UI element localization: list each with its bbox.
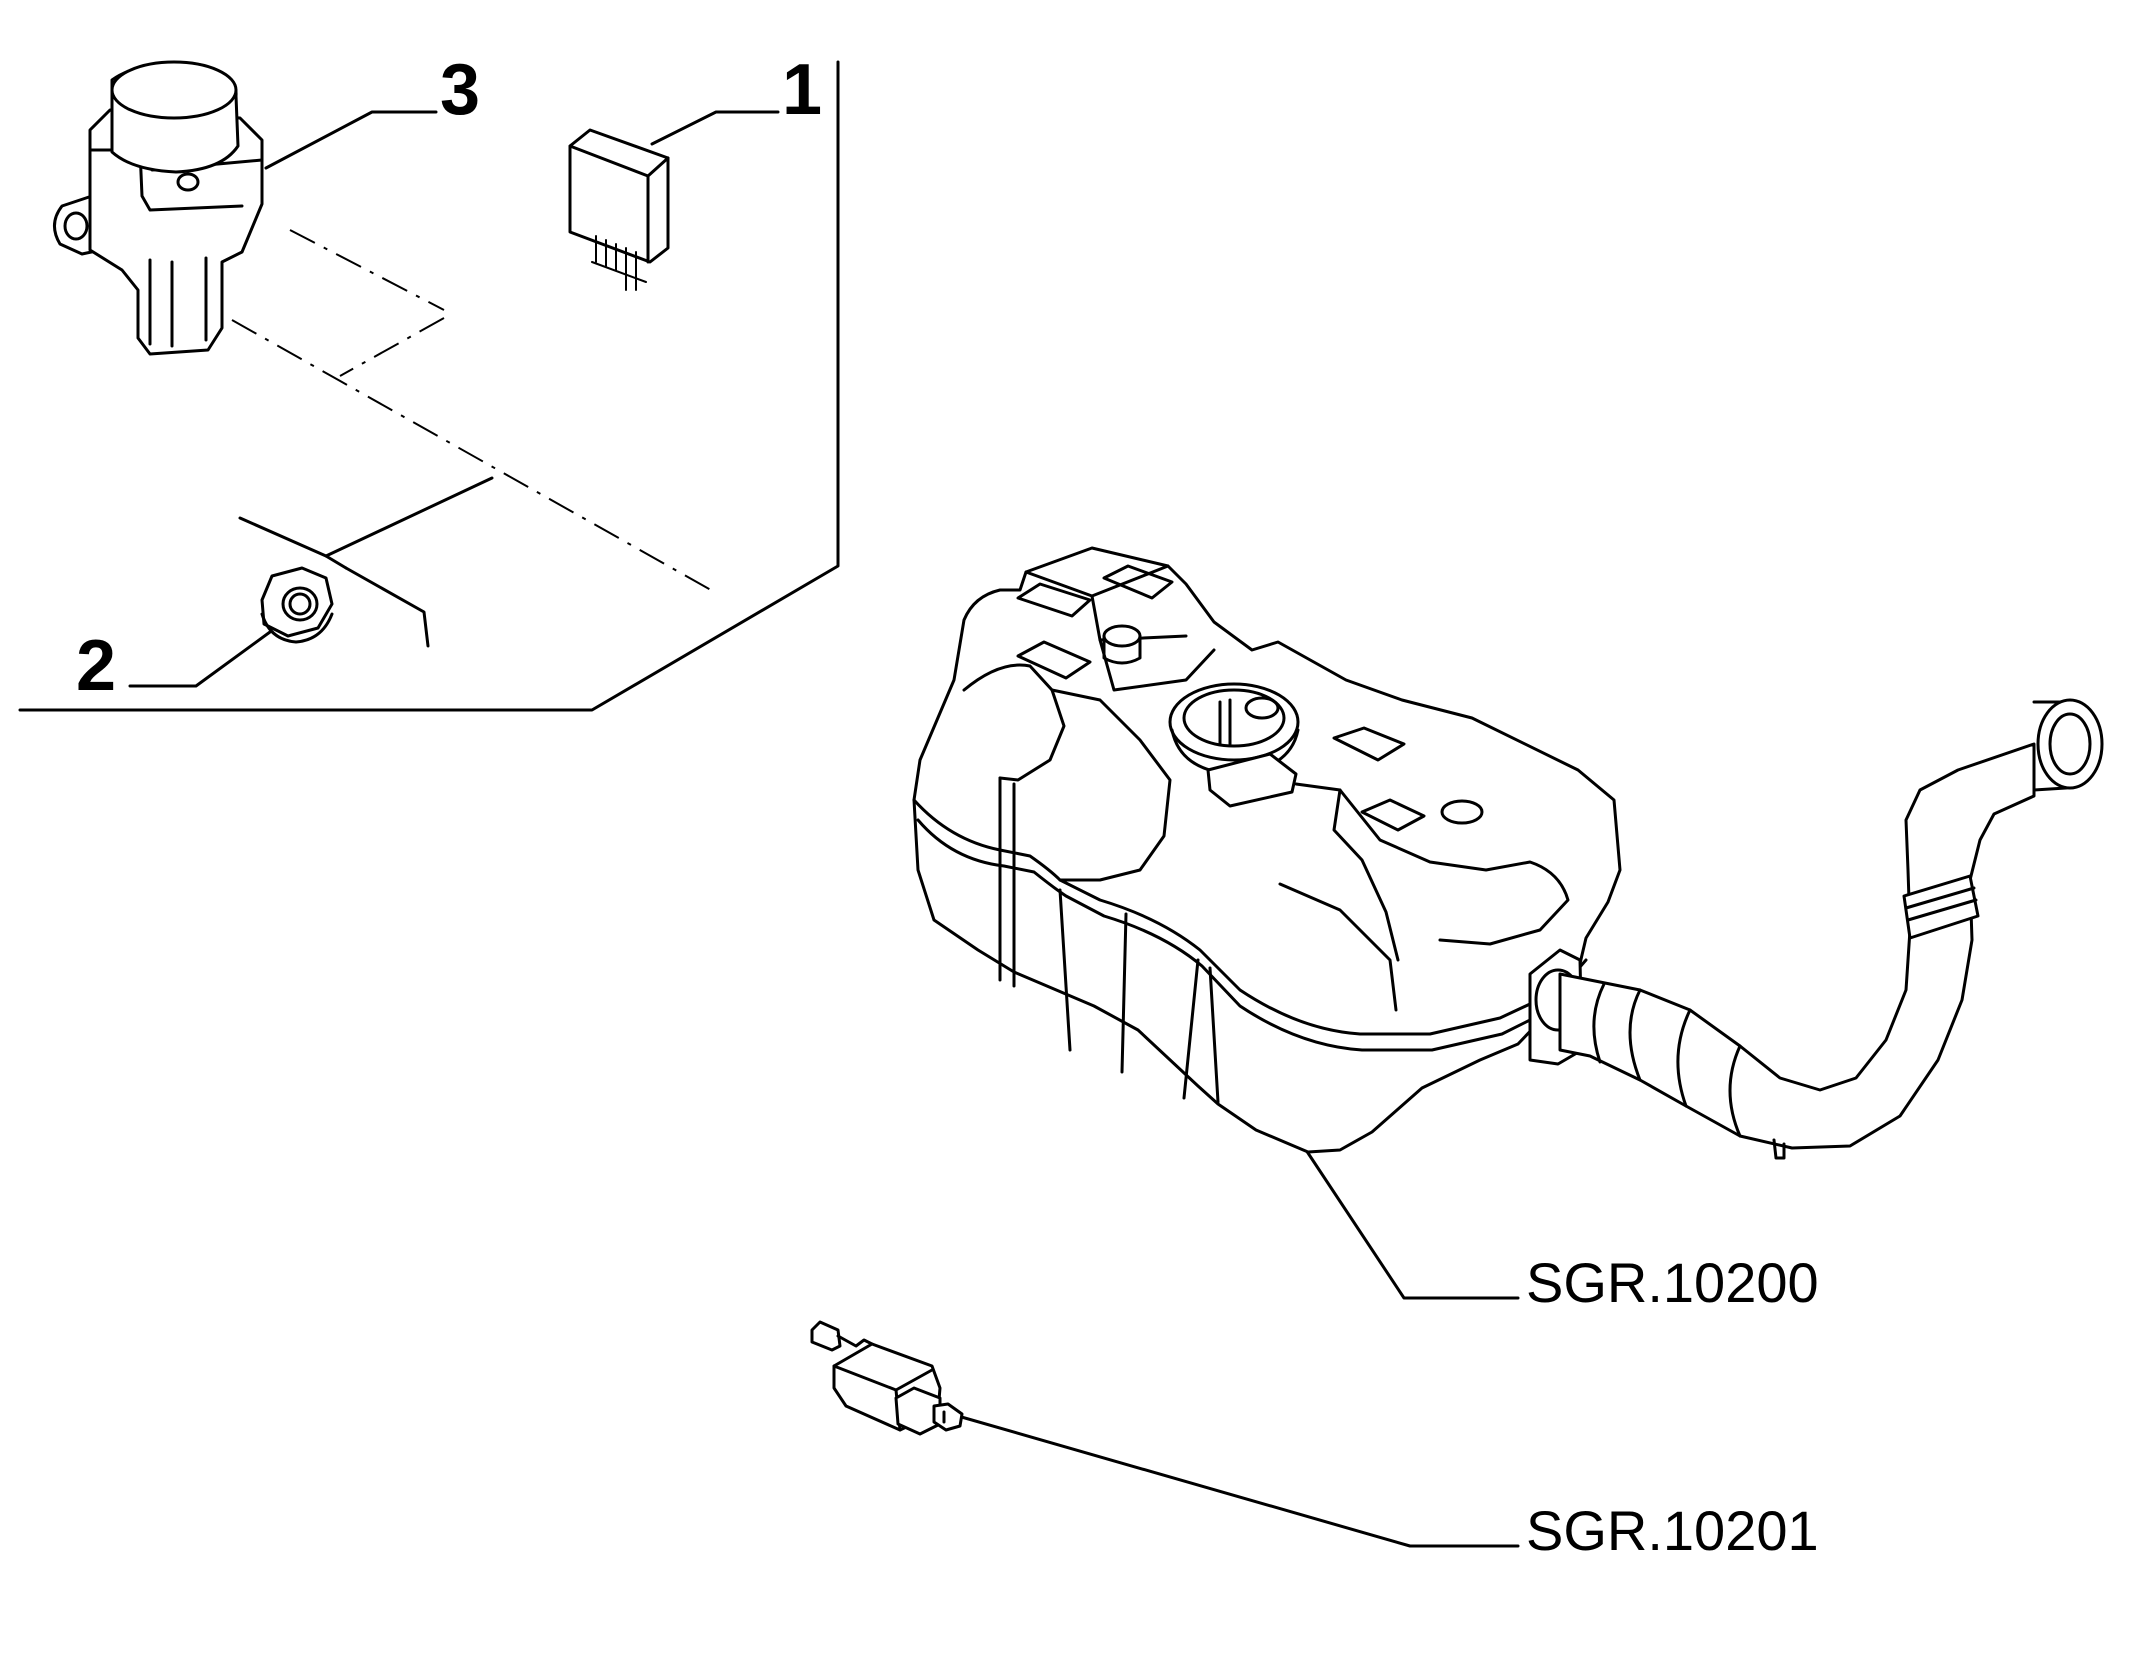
pressure-sensor	[810, 1320, 964, 1436]
part-2-nut	[260, 566, 334, 644]
callout-2: 2	[76, 626, 116, 706]
callout-3: 3	[440, 50, 480, 130]
filler-pipe	[1558, 698, 2104, 1160]
callout-leaders	[128, 110, 1520, 1548]
fuel-tank	[912, 546, 1622, 1154]
part-1-relay	[568, 128, 670, 291]
callout-1: 1	[782, 50, 822, 130]
callout-sgr-10200: SGR.10200	[1526, 1251, 1819, 1314]
callout-sgr-10201: SGR.10201	[1526, 1499, 1819, 1562]
part-3-solenoid	[53, 60, 264, 356]
assembly-dashes	[231, 229, 719, 595]
group-frame	[18, 60, 840, 712]
nut-bracket	[238, 476, 494, 648]
